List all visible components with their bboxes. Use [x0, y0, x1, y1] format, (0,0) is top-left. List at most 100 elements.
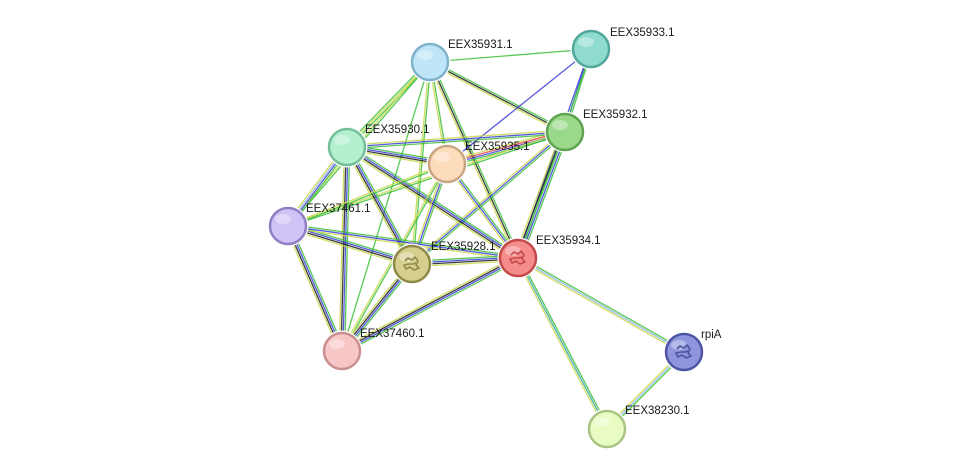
edge-strand: [446, 48, 592, 165]
edge-strand: [517, 257, 608, 430]
edge-strand: [288, 224, 413, 264]
edge-eex35931-1-eex35932-1: [428, 59, 567, 135]
protein-structure-icon: [403, 256, 420, 271]
edge-strand: [410, 61, 430, 264]
structure-trace: [509, 250, 526, 265]
edge-strand: [287, 225, 519, 259]
edge-strand: [287, 227, 412, 268]
node-halo: [544, 111, 586, 153]
node-circle[interactable]: [327, 127, 367, 167]
edge-strand: [289, 224, 346, 351]
edge-strand: [284, 226, 341, 353]
node-label-eex35933-1: EEX35933.1: [610, 27, 675, 39]
edge-eex35931-1-eex35933-1: [429, 48, 592, 63]
edge-strand: [517, 131, 566, 259]
node-eex35933-1[interactable]: EEX35933.1: [570, 27, 675, 70]
edge-strand: [515, 258, 606, 431]
node-circle[interactable]: [545, 112, 585, 152]
node-highlight: [329, 339, 345, 349]
edge-eex35930-1-eex37460-1: [338, 146, 351, 352]
node-eex37461-1[interactable]: EEX37461.1: [267, 203, 371, 247]
edge-strand: [288, 225, 344, 351]
edge-eex37461-1-eex37460-1: [284, 224, 346, 353]
edge-strand: [347, 145, 519, 258]
node-halo: [426, 143, 468, 185]
node-rpia[interactable]: rpiA: [663, 329, 722, 373]
node-circle[interactable]: [571, 29, 611, 69]
node-eex35934-1[interactable]: EEX35934.1: [497, 235, 601, 279]
node-halo: [409, 41, 451, 83]
node-label-eex38230-1: EEX38230.1: [625, 405, 690, 417]
node-circle[interactable]: [410, 42, 450, 82]
node-highlight: [334, 135, 350, 145]
edge-eex37461-1-eex35928-1: [287, 222, 413, 268]
edge-strand: [288, 223, 519, 257]
edge-eex35935-1-eex37461-1: [287, 162, 448, 228]
node-eex35928-1[interactable]: EEX35928.1: [391, 241, 496, 285]
edge-strand: [287, 227, 518, 261]
edge-eex35933-1-eex35935-1: [446, 48, 592, 165]
node-highlight: [552, 120, 568, 130]
edge-eex35931-1-eex37460-1: [341, 61, 431, 352]
structure-trace: [403, 256, 420, 271]
node-circle[interactable]: [587, 409, 627, 449]
node-eex35935-1[interactable]: EEX35935.1: [426, 141, 530, 185]
edge-strand: [288, 164, 448, 228]
edge-strand: [340, 255, 518, 350]
edge-strand: [519, 132, 568, 259]
edge-strand: [342, 147, 349, 352]
edge-eex37461-1-eex35934-1: [287, 223, 519, 261]
edge-eex35932-1-eex35928-1: [410, 130, 567, 266]
node-label-eex35928-1: EEX35928.1: [431, 241, 496, 253]
edge-eex35932-1-eex35930-1: [346, 129, 566, 150]
edge-strand: [347, 133, 566, 150]
edge-eex35934-1-eex38230-1: [515, 256, 610, 431]
edge-strand: [287, 226, 412, 266]
edge-strand: [287, 162, 447, 226]
edge-strand: [514, 130, 563, 257]
edge-eex35934-1-eex37460-1: [340, 255, 520, 354]
edge-strand: [515, 131, 564, 258]
node-highlight: [594, 417, 610, 427]
node-eex35931-1[interactable]: EEX35931.1: [409, 39, 513, 83]
node-eex35932-1[interactable]: EEX35932.1: [544, 109, 648, 153]
edge-layer: [284, 48, 686, 431]
edge-strand: [346, 131, 566, 148]
edge-strand: [429, 61, 566, 133]
edge-strand: [428, 63, 565, 135]
node-label-eex35932-1: EEX35932.1: [583, 109, 648, 121]
edge-strand: [427, 62, 517, 260]
node-halo: [570, 28, 612, 70]
node-circle[interactable]: [268, 206, 308, 246]
node-eex38230-1[interactable]: EEX38230.1: [586, 405, 690, 450]
edge-strand: [516, 259, 684, 355]
edge-strand: [288, 222, 413, 263]
node-label-eex35931-1: EEX35931.1: [448, 39, 513, 51]
edge-strand: [519, 256, 610, 429]
protein-structure-icon: [675, 344, 692, 359]
edge-strand: [286, 226, 342, 352]
node-halo: [497, 237, 539, 279]
node-halo: [267, 205, 309, 247]
edge-strand: [411, 131, 566, 265]
edge-strand: [344, 147, 351, 352]
node-eex35930-1[interactable]: EEX35930.1: [326, 124, 430, 168]
edge-eex35932-1-eex35934-1: [514, 130, 569, 260]
edge-strand: [346, 129, 565, 146]
structure-trace: [675, 344, 692, 359]
node-eex37460-1[interactable]: EEX37460.1: [321, 328, 425, 372]
node-halo: [586, 408, 628, 450]
edge-strand: [340, 146, 347, 351]
node-label-eex35934-1: EEX35934.1: [536, 235, 601, 247]
edge-strand: [412, 132, 567, 266]
node-circle[interactable]: [322, 331, 362, 371]
edge-strand: [342, 259, 520, 354]
node-highlight: [417, 50, 433, 60]
node-highlight: [434, 152, 450, 162]
node-circle[interactable]: [427, 144, 467, 184]
edge-strand: [344, 147, 411, 266]
edge-strand: [288, 132, 566, 228]
edge-strand: [341, 61, 431, 352]
node-halo: [391, 243, 433, 285]
